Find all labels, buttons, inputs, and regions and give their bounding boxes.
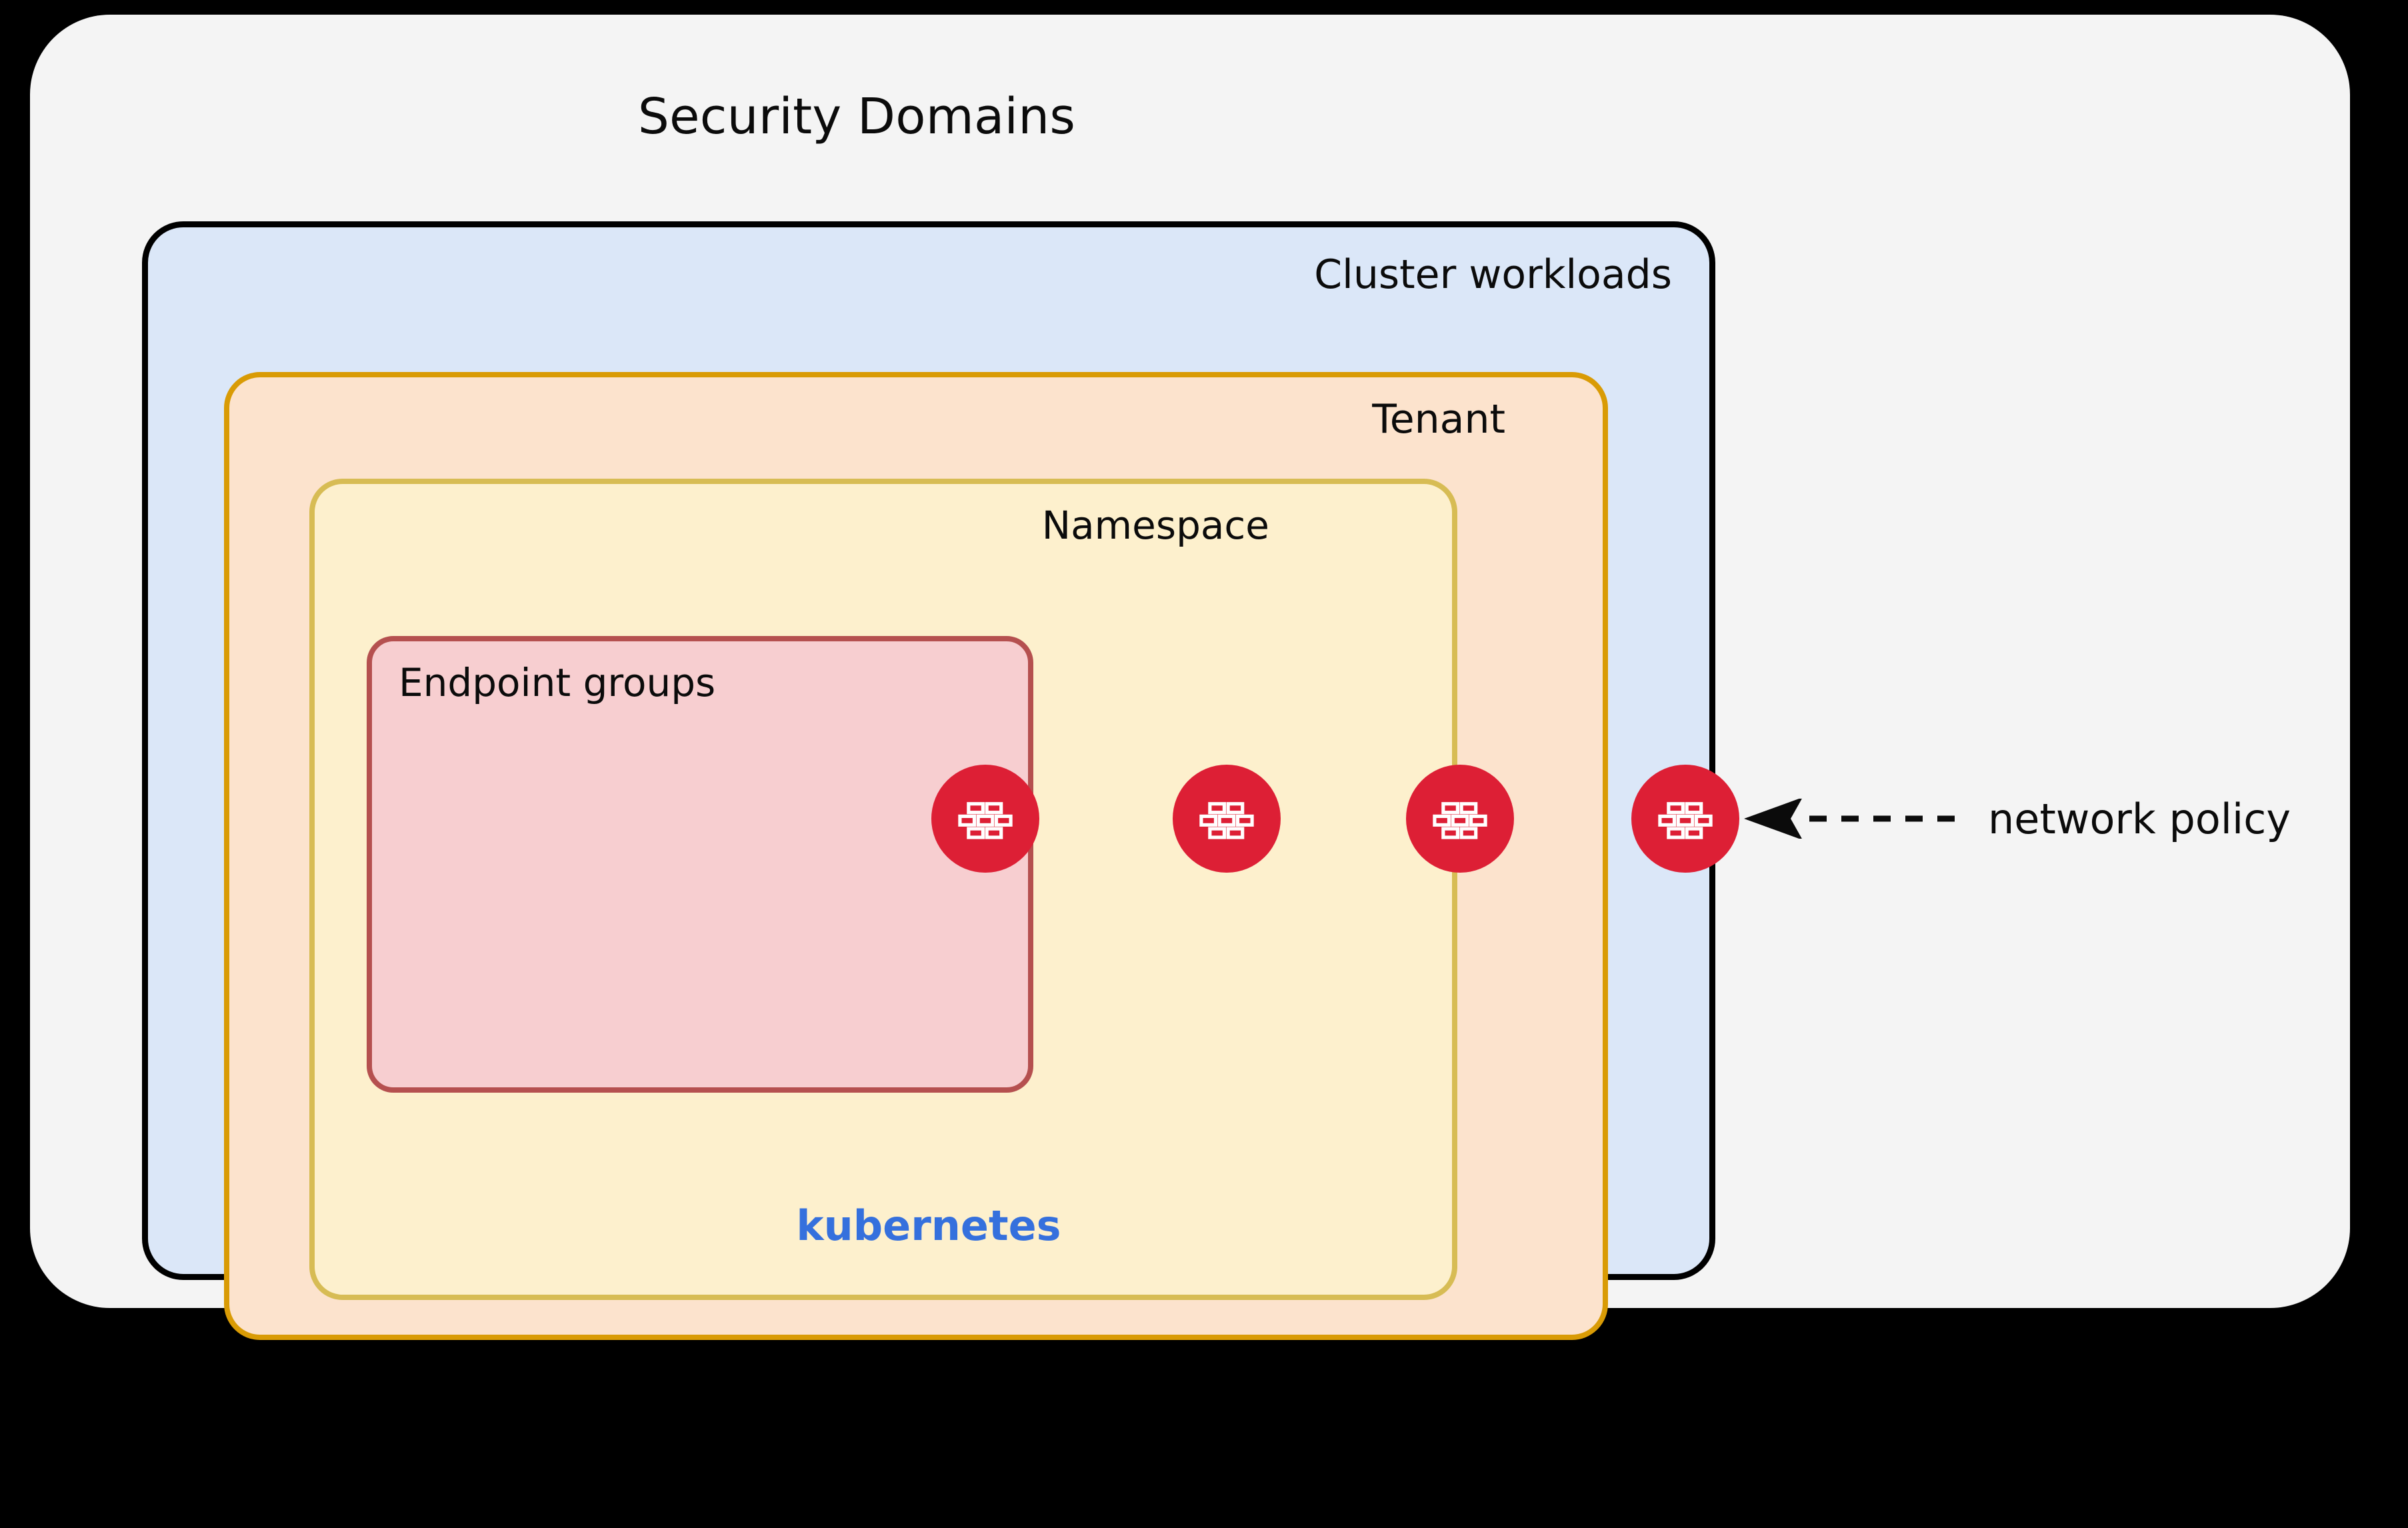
firewall-marker-tenant[interactable]: [1406, 765, 1514, 873]
layer-namespace: Namespace Endpoint groups: [309, 479, 1457, 1300]
firewall-brick-icon: [955, 788, 1016, 849]
layer-label-cluster-workloads: Cluster workloads: [1314, 251, 1672, 298]
layer-label-namespace: Namespace: [1041, 503, 1269, 548]
layer-tenant: Tenant Namespace Endpoint groups: [224, 372, 1608, 1340]
firewall-brick-icon: [1655, 788, 1716, 849]
firewall-brick-icon: [1429, 788, 1491, 849]
firewall-marker-namespace[interactable]: [1173, 765, 1281, 873]
security-domains-panel: Security Domains Cluster workloads Tenan…: [30, 15, 2350, 1340]
kubernetes-brand-label: kubernetes: [796, 1201, 1061, 1250]
layer-endpoint-groups: Endpoint groups: [367, 636, 1033, 1093]
firewall-brick-icon: [1196, 788, 1257, 849]
firewall-marker-endpoint-groups[interactable]: [931, 765, 1039, 873]
layer-label-tenant: Tenant: [1372, 396, 1505, 443]
network-policy-label: network policy: [1988, 794, 2291, 843]
page-title: Security Domains: [637, 88, 1076, 145]
firewall-marker-cluster-workloads[interactable]: [1631, 765, 1739, 873]
layer-cluster-workloads: Cluster workloads Tenant Namespace Endpo…: [142, 221, 1715, 1340]
layer-label-endpoint-groups: Endpoint groups: [399, 660, 716, 705]
network-policy-annotation: network policy: [1733, 785, 2291, 852]
dashed-left-arrow-icon: [1733, 799, 1960, 839]
